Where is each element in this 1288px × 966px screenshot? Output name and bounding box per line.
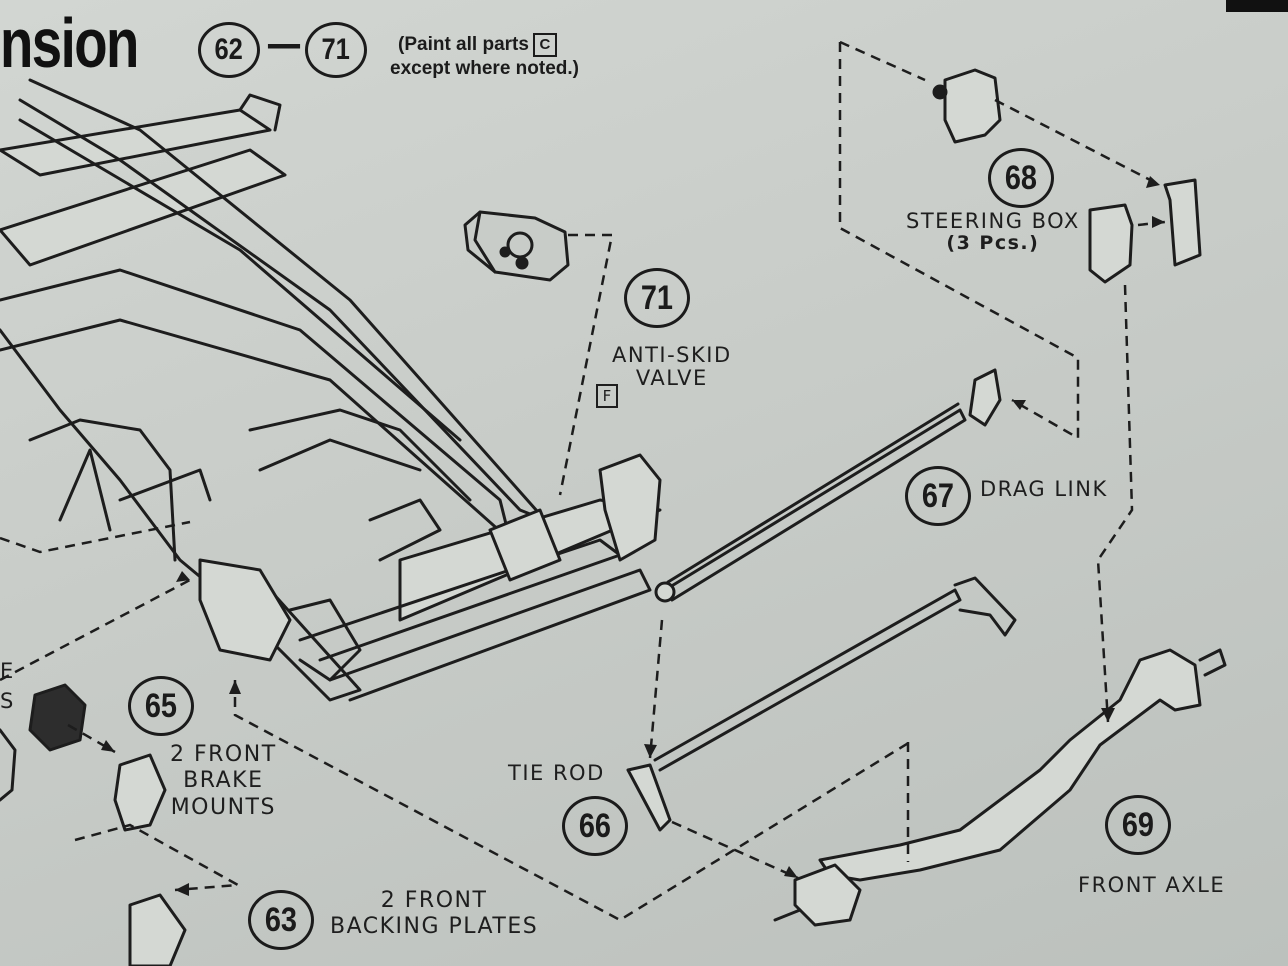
drag-link-part — [654, 368, 1002, 603]
leader-arrowheads — [101, 176, 1165, 896]
callout-65-circle: 65 — [128, 676, 194, 736]
anti-skid-valve-label: ANTI-SKID VALVE — [612, 343, 732, 391]
section-title: nsion — [0, 4, 139, 82]
tie-rod-label: TIE ROD — [508, 761, 605, 785]
step-range-dash: — — [266, 24, 302, 65]
step-start-circle: 62 — [198, 22, 260, 78]
anti-skid-valve-part — [463, 210, 570, 282]
drag-link-label: DRAG LINK — [980, 477, 1108, 501]
callout-68-circle: 68 — [988, 148, 1054, 208]
callout-63-circle: 63 — [248, 890, 314, 950]
brake-parts — [0, 683, 187, 966]
paint-code-box: C — [532, 33, 557, 57]
callout-66-circle: 66 — [562, 796, 628, 856]
edge-fragment-e: E — [0, 659, 15, 683]
page-edge-bar — [1226, 0, 1288, 12]
callout-71-circle: 71 — [624, 268, 690, 328]
steering-box-label: STEERING BOX (3 Pcs.) — [906, 209, 1080, 255]
brake-mounts-label: 2 FRONT BRAKE MOUNTS — [170, 742, 277, 820]
chassis-frame — [0, 78, 662, 702]
tie-rod-part — [626, 576, 1017, 832]
steering-box-parts — [932, 68, 1202, 284]
backing-plates-label: 2 FRONT BACKING PLATES — [330, 888, 539, 940]
front-axle-label: FRONT AXLE — [1078, 873, 1226, 897]
assembly-leader-lines — [0, 40, 1166, 922]
callout-69-circle: 69 — [1105, 795, 1171, 855]
callout-67-circle: 67 — [905, 466, 971, 526]
step-end-circle: 71 — [305, 22, 367, 78]
edge-fragment-s: S — [0, 689, 15, 713]
front-axle-part — [773, 648, 1227, 927]
anti-skid-paint-code: F — [596, 384, 618, 408]
